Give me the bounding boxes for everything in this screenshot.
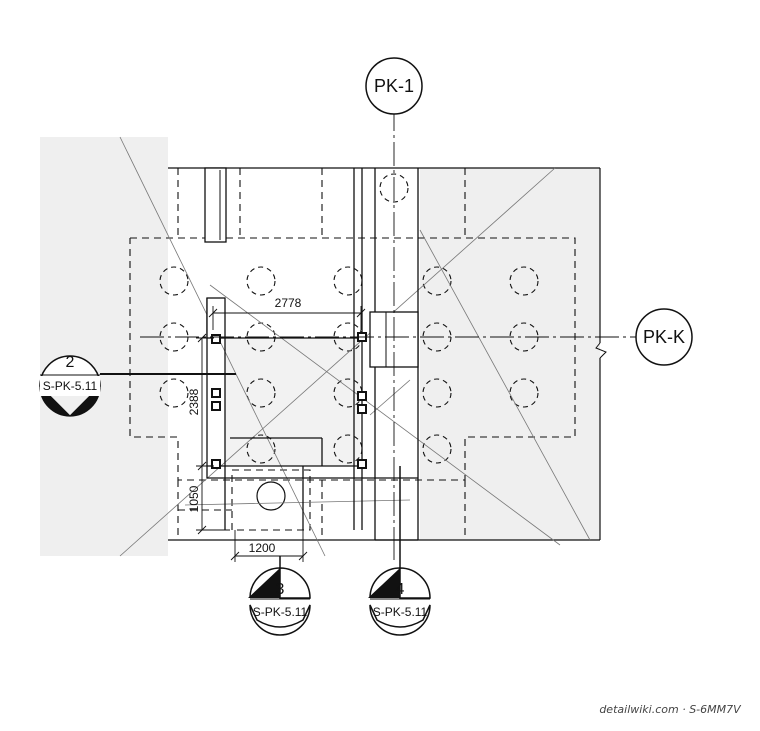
post — [357, 459, 367, 469]
post — [357, 391, 367, 401]
dimension-lower-height — [196, 466, 230, 535]
dimension-top-width — [208, 306, 366, 330]
dimension-top-width-value: 2778 — [275, 296, 302, 310]
section-marker-4-reference: S-PK-5.11 — [373, 605, 428, 619]
pile — [159, 266, 189, 296]
dimension-bottom-width-value: 1200 — [249, 541, 276, 555]
pile — [159, 378, 189, 408]
section-marker-3-number: 3 — [276, 581, 285, 598]
shaded-region-left — [40, 137, 168, 556]
grid-bubble-pk1: PK-1 — [365, 57, 423, 115]
pile — [422, 322, 452, 352]
dimension-left-height — [196, 333, 214, 471]
section-marker-4: 4 S-PK-5.11 — [368, 567, 431, 636]
section-marker-3-reference: S-PK-5.11 — [253, 605, 308, 619]
pile-group — [159, 173, 539, 464]
pile — [246, 434, 276, 464]
pile — [509, 266, 539, 296]
section-marker-2: 2 S-PK-5.11 — [39, 354, 101, 417]
shaded-region-right — [420, 168, 600, 540]
footing-outline-dashed — [129, 168, 576, 540]
wall-left-upper — [206, 297, 226, 339]
dimension-bottom-width — [230, 530, 308, 562]
grid-label-pk1: PK-1 — [374, 76, 414, 96]
post — [211, 401, 221, 411]
pile — [422, 378, 452, 408]
pile — [246, 266, 276, 296]
post — [211, 334, 221, 344]
watermark: detailwiki.com · S-6MM7V — [599, 703, 742, 716]
dimension-lower-height-value: 1050 — [187, 485, 201, 512]
wall-top-left — [204, 167, 227, 243]
section-marker-3: 3 S-PK-5.11 — [248, 567, 311, 636]
post — [211, 459, 221, 469]
break-symbol — [595, 342, 607, 359]
pile — [333, 266, 363, 296]
section-marker-2-number: 2 — [66, 354, 75, 371]
dimension-left-height-value: 2388 — [187, 388, 201, 415]
pile — [246, 378, 276, 408]
pile — [422, 266, 452, 296]
grid-label-pkk: PK-K — [643, 327, 685, 347]
post — [357, 404, 367, 414]
pile — [379, 173, 409, 203]
diagonal-lines — [119, 136, 591, 557]
grid-lines — [140, 107, 637, 545]
pile-solid — [256, 481, 286, 511]
section-marker-2-reference: S-PK-5.11 — [43, 379, 98, 393]
pile — [422, 434, 452, 464]
post — [211, 388, 221, 398]
grid-bubble-pkk: PK-K — [635, 308, 693, 366]
section-marker-4-number: 4 — [396, 581, 405, 598]
pile — [509, 378, 539, 408]
